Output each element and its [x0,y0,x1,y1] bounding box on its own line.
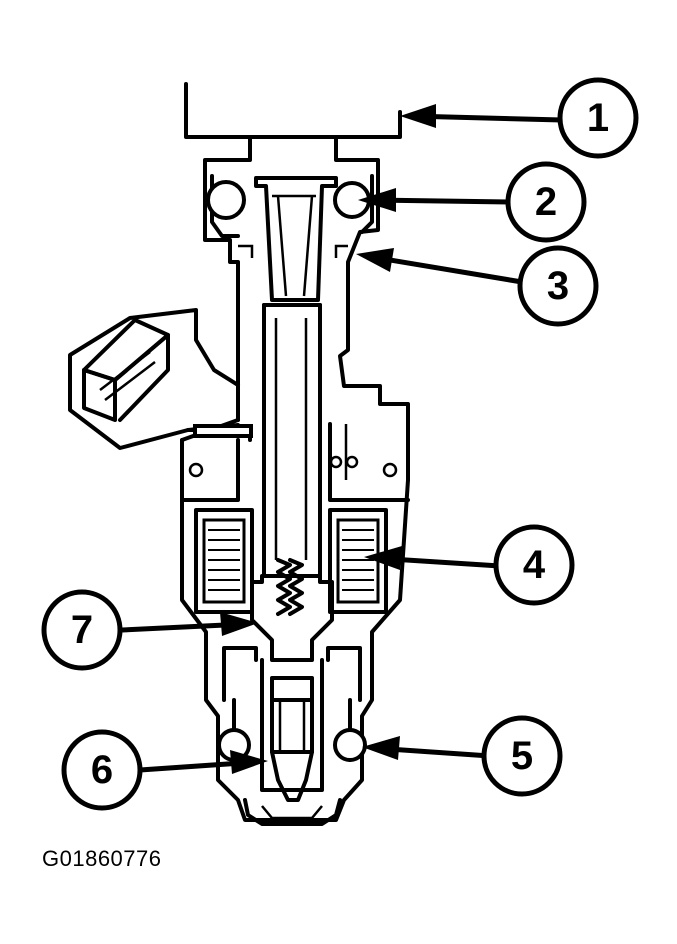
callout-4: 4 [493,524,575,606]
callout-arrow-3 [356,248,523,285]
figure-code: G01860776 [42,846,162,871]
callout-5: 5 [481,715,563,797]
callout-arrow-6 [139,750,268,774]
top-cap [184,82,402,139]
callout-6: 6 [61,729,143,811]
solenoid-coil-left [202,518,246,604]
callout-2: 2 [505,161,587,243]
callout-arrow-4 [364,546,501,570]
callout-6-label: 6 [91,748,113,792]
callout-arrow-2 [358,188,513,212]
callout-3-label: 3 [547,264,569,308]
callout-3: 3 [517,245,599,327]
callout-arrow-1 [400,104,563,128]
armature-spring [276,558,304,616]
inlet-filter [254,176,338,302]
callout-arrow-7 [121,612,258,636]
callout-1-label: 1 [587,96,609,140]
callout-4-label: 4 [523,543,546,587]
solenoid-coil-right [336,518,380,604]
upper-o-ring [206,180,371,220]
callout-7: 7 [41,589,123,671]
nozzle-tip [243,798,342,826]
armature-tube [262,303,322,577]
callout-7-label: 7 [71,608,93,652]
needle-valve [270,676,314,802]
callout-5-label: 5 [511,734,533,778]
callout-1: 1 [557,77,639,159]
mid-seal-area [180,422,410,502]
electrical-connector [68,308,253,450]
callout-2-label: 2 [535,180,557,224]
callout-arrow-5 [362,736,491,760]
armature [250,574,334,662]
injector-housing [180,135,410,822]
